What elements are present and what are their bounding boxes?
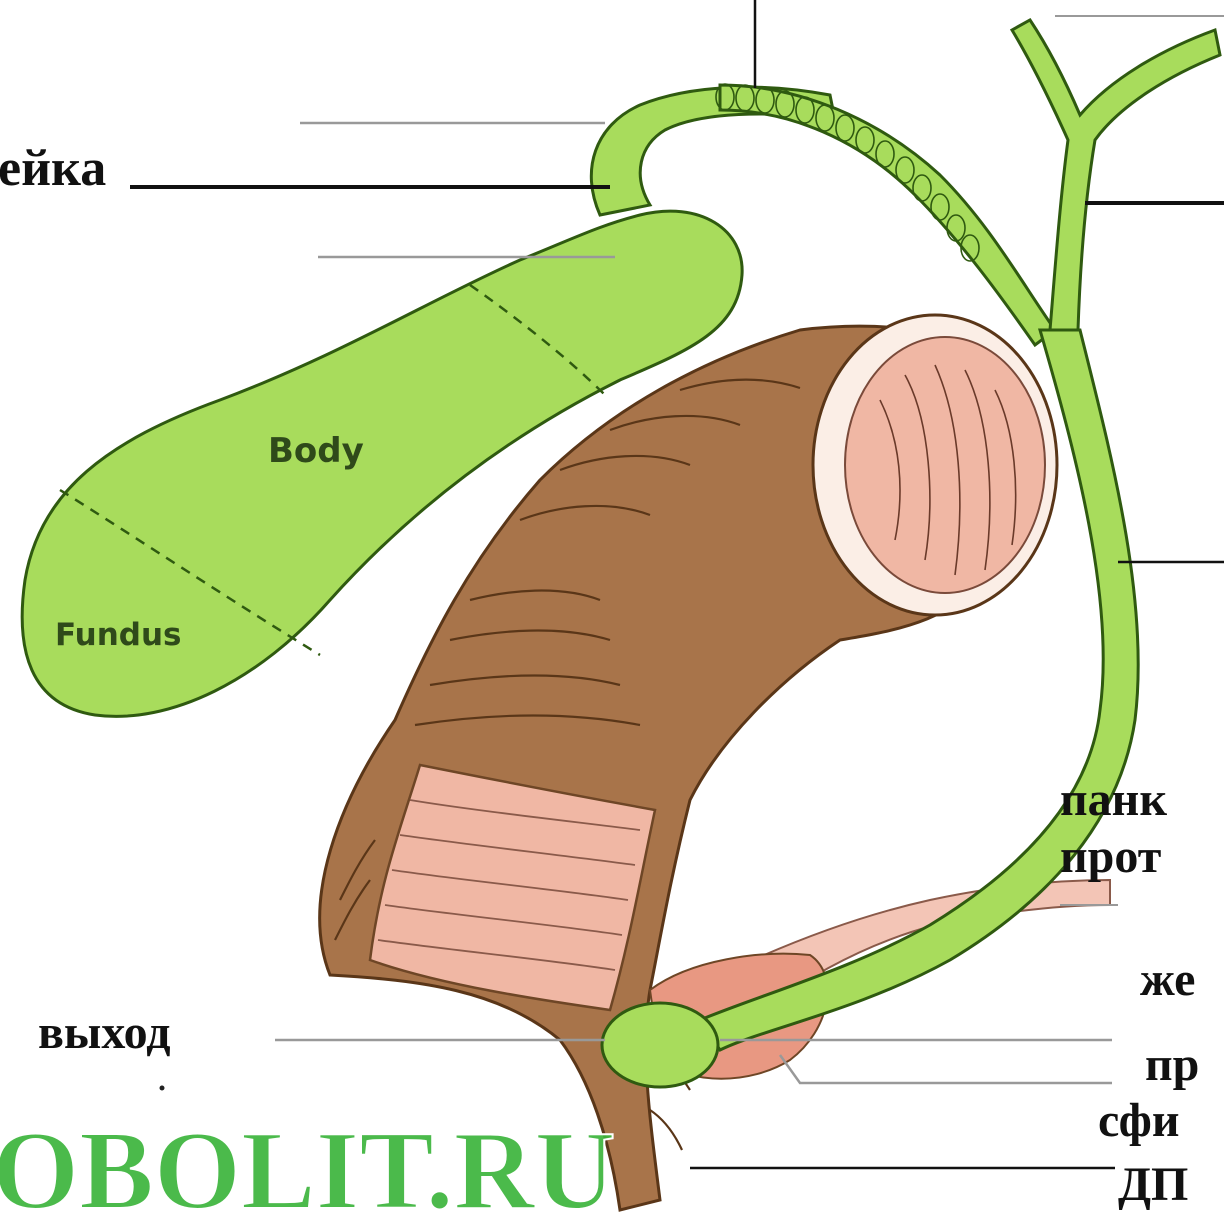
ampulla: [602, 1003, 718, 1087]
label-right-3: сфи: [1098, 1094, 1180, 1147]
label-outlet: выход: [38, 1006, 170, 1059]
label-body: Body: [268, 431, 364, 471]
label-right-4: ДП: [1118, 1158, 1188, 1211]
watermark: OBOLIT.RU: [0, 1109, 615, 1218]
duodenum-mucosa-lower: [370, 765, 655, 1010]
hepatic-duct: [1012, 20, 1220, 330]
label-right-1: же: [1140, 953, 1195, 1006]
label-right-2: пр: [1145, 1038, 1199, 1091]
label-pancreatic-2: прот: [1060, 830, 1161, 883]
label-neck: ейка: [0, 140, 106, 197]
label-pancreatic-1: панк: [1060, 773, 1167, 826]
stray-dot: [160, 1086, 165, 1091]
label-fundus: Fundus: [55, 617, 181, 653]
leader-right-2: [780, 1055, 1112, 1083]
cystic-duct: [720, 85, 1055, 345]
